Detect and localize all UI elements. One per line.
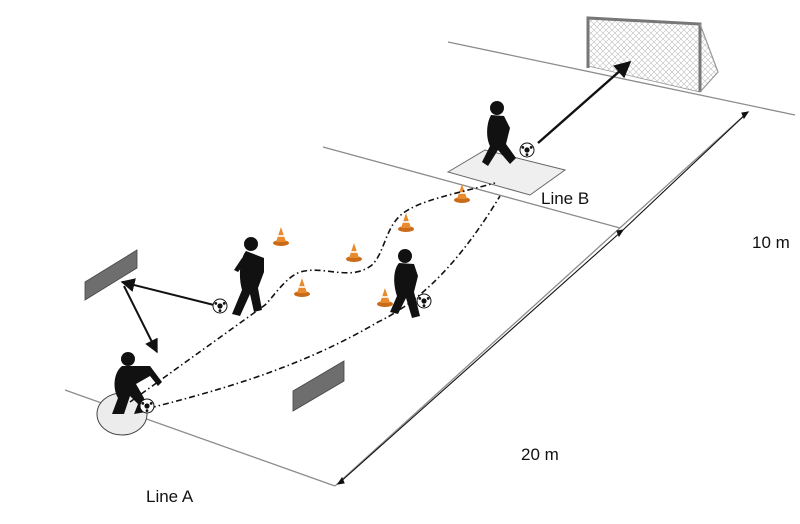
dimension-20m [336, 229, 625, 485]
cone-icon [376, 287, 394, 308]
mini-goal-left [84, 249, 138, 301]
length-distance-label: 20 m [521, 445, 559, 464]
cone-icon [397, 212, 415, 233]
field-lines [64, 41, 796, 487]
ball-icon [416, 293, 432, 309]
cone-icon [345, 242, 363, 263]
dribble-paths [129, 182, 501, 409]
line-b-label: Line B [541, 189, 590, 208]
finish-zone [446, 149, 567, 196]
goal-line [447, 41, 796, 116]
line-a-label: Line A [146, 487, 194, 506]
dribble-path-upper [129, 182, 496, 403]
dribble-path-lower [149, 195, 501, 409]
shot-arrow [537, 60, 632, 144]
cone-icon [272, 226, 290, 247]
pass-arrow [123, 285, 158, 354]
line-b-mark [322, 146, 621, 229]
width-distance-label: 10 m [752, 233, 790, 252]
player-silhouette [482, 101, 516, 166]
sideline [334, 111, 749, 487]
mini-goal-center [292, 360, 345, 412]
pass-arrow [120, 278, 215, 306]
ball-icon [139, 398, 155, 414]
player-silhouette [390, 249, 420, 318]
cone-icon [293, 277, 311, 298]
player-silhouette [232, 237, 264, 316]
ball-icon [212, 298, 228, 314]
player-silhouette [112, 352, 162, 414]
pass-arrows [120, 60, 632, 354]
dimension-10m [622, 111, 750, 231]
ball-icon [519, 142, 535, 158]
